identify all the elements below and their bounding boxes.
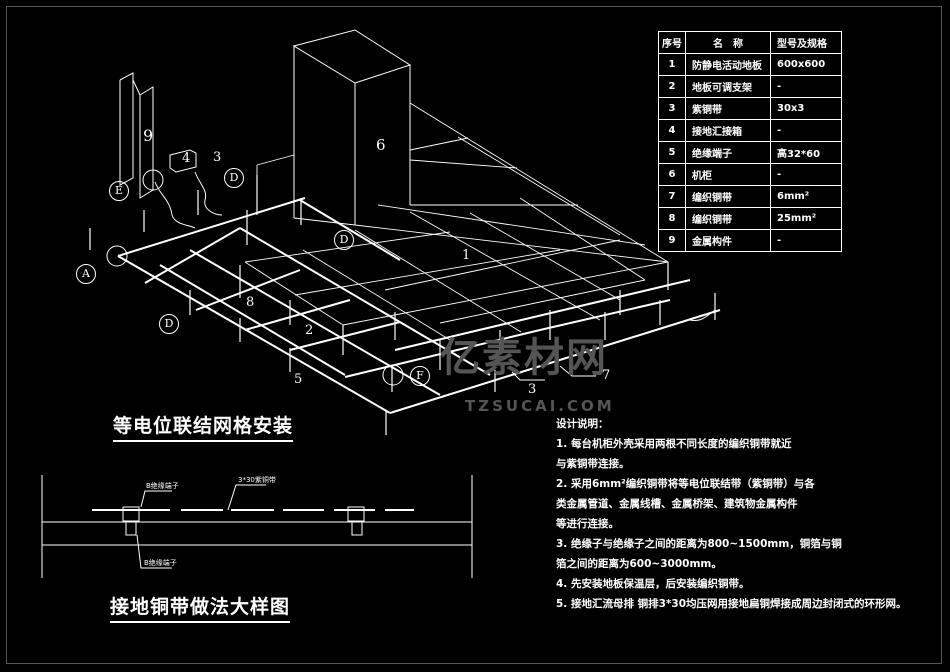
drawing-frame bbox=[6, 6, 942, 664]
spec-table-header: 序号 名 称 型号及规格 bbox=[658, 31, 842, 54]
cell-name: 地板可调支架 bbox=[685, 75, 771, 98]
cell-spec: - bbox=[770, 163, 842, 186]
part-label-3: 3 bbox=[528, 382, 537, 397]
part-label-7b: 7 bbox=[602, 368, 611, 383]
callout-F: F bbox=[410, 366, 430, 386]
detail-label-insulator-top: B绝缘端子 bbox=[146, 482, 179, 490]
part-label-9: 9 bbox=[143, 126, 154, 145]
cell-index: 7 bbox=[658, 185, 686, 208]
part-label-8: 8 bbox=[246, 295, 255, 310]
callout-D-left: D bbox=[159, 314, 179, 334]
cell-name: 金属构件 bbox=[685, 229, 771, 252]
label-leaders bbox=[511, 365, 596, 381]
cell-name: 编织铜带 bbox=[685, 185, 771, 208]
part-label-5: 5 bbox=[294, 372, 303, 387]
cell-spec: 25mm² bbox=[770, 207, 842, 230]
note-line: 箔之间的距离为600~3000mm。 bbox=[556, 558, 722, 570]
cell-name: 接地汇接箱 bbox=[685, 119, 771, 142]
cell-spec: 6mm² bbox=[770, 185, 842, 208]
note-line: 2. 采用6mm²编织铜带将等电位联结带（紫铜带）与各 bbox=[556, 478, 815, 490]
note-line: 类金属管道、金属线槽、金属桥架、建筑物金属构件 bbox=[556, 498, 798, 510]
notes-heading: 设计说明： bbox=[556, 418, 609, 430]
cell-index: 8 bbox=[658, 207, 686, 230]
cell-name: 紫铜带 bbox=[685, 97, 771, 120]
cell-index: 9 bbox=[658, 229, 686, 252]
cell-name: 编织铜带 bbox=[685, 207, 771, 230]
note-line: 1. 每台机柜外壳采用两根不同长度的编织铜带就近 bbox=[556, 438, 792, 450]
note-line: 等进行连接。 bbox=[556, 518, 619, 530]
header-index: 序号 bbox=[658, 31, 686, 54]
cell-spec: - bbox=[770, 229, 842, 252]
callout-D-right: D bbox=[334, 230, 354, 250]
note-line: 与紫铜带连接。 bbox=[556, 458, 630, 470]
part-label-4: 4 bbox=[182, 151, 191, 166]
part-label-1: 1 bbox=[462, 248, 471, 263]
watermark-url: TZSUCAI.COM bbox=[465, 397, 615, 415]
cell-name: 绝缘端子 bbox=[685, 141, 771, 164]
cell-index: 2 bbox=[658, 75, 686, 98]
cell-index: 3 bbox=[658, 97, 686, 120]
cell-name: 机柜 bbox=[685, 163, 771, 186]
part-label-7: 3 bbox=[213, 150, 222, 165]
header-name: 名 称 bbox=[685, 31, 771, 54]
cabinet bbox=[292, 29, 412, 226]
pedestals bbox=[89, 175, 716, 435]
cell-index: 5 bbox=[658, 141, 686, 164]
title-equipotential-mesh: 等电位联结网格安装 bbox=[113, 411, 294, 442]
junction-box bbox=[169, 149, 197, 173]
callout-rings bbox=[106, 169, 404, 386]
watermark-logo-text: 亿素材网 bbox=[440, 335, 608, 381]
header-spec: 型号及规格 bbox=[770, 31, 842, 54]
braided-wires bbox=[154, 171, 716, 321]
cell-spec: 600x600 bbox=[770, 53, 842, 76]
design-notes: 设计说明： 1. 每台机柜外壳采用两根不同长度的编织铜带就近 与紫铜带连接。 2… bbox=[556, 414, 907, 614]
note-line: 5. 接地汇流母排 铜排3*30均压网用接地扁铜焊接成周边封闭式的环形网。 bbox=[556, 598, 907, 610]
detail-label-copper-strip: 3*30紫铜带 bbox=[238, 476, 276, 484]
callout-D-top: D bbox=[224, 168, 244, 188]
note-line: 3. 绝缘子与绝缘子之间的距离为800~1500mm，铜箔与铜 bbox=[556, 538, 842, 550]
callout-A: A bbox=[76, 264, 96, 284]
detail-label-insulator-bottom: B绝缘端子 bbox=[144, 559, 177, 567]
part-label-2: 2 bbox=[305, 323, 314, 338]
cell-name: 防静电活动地板 bbox=[685, 53, 771, 76]
part-label-6: 6 bbox=[376, 136, 386, 154]
cell-spec: - bbox=[770, 119, 842, 142]
callout-E: E bbox=[109, 181, 129, 201]
cell-spec: - bbox=[770, 75, 842, 98]
note-line: 4. 先安装地板保温层，后安装编织铜带。 bbox=[556, 578, 750, 590]
cell-spec: 高32*60 bbox=[770, 141, 842, 164]
detail-section bbox=[41, 475, 473, 578]
floor-tiles bbox=[244, 102, 669, 341]
cell-spec: 30x3 bbox=[770, 97, 842, 120]
cell-index: 6 bbox=[658, 163, 686, 186]
cell-index: 1 bbox=[658, 53, 686, 76]
cell-index: 4 bbox=[658, 119, 686, 142]
title-copper-strip-detail: 接地铜带做法大样图 bbox=[110, 592, 291, 623]
